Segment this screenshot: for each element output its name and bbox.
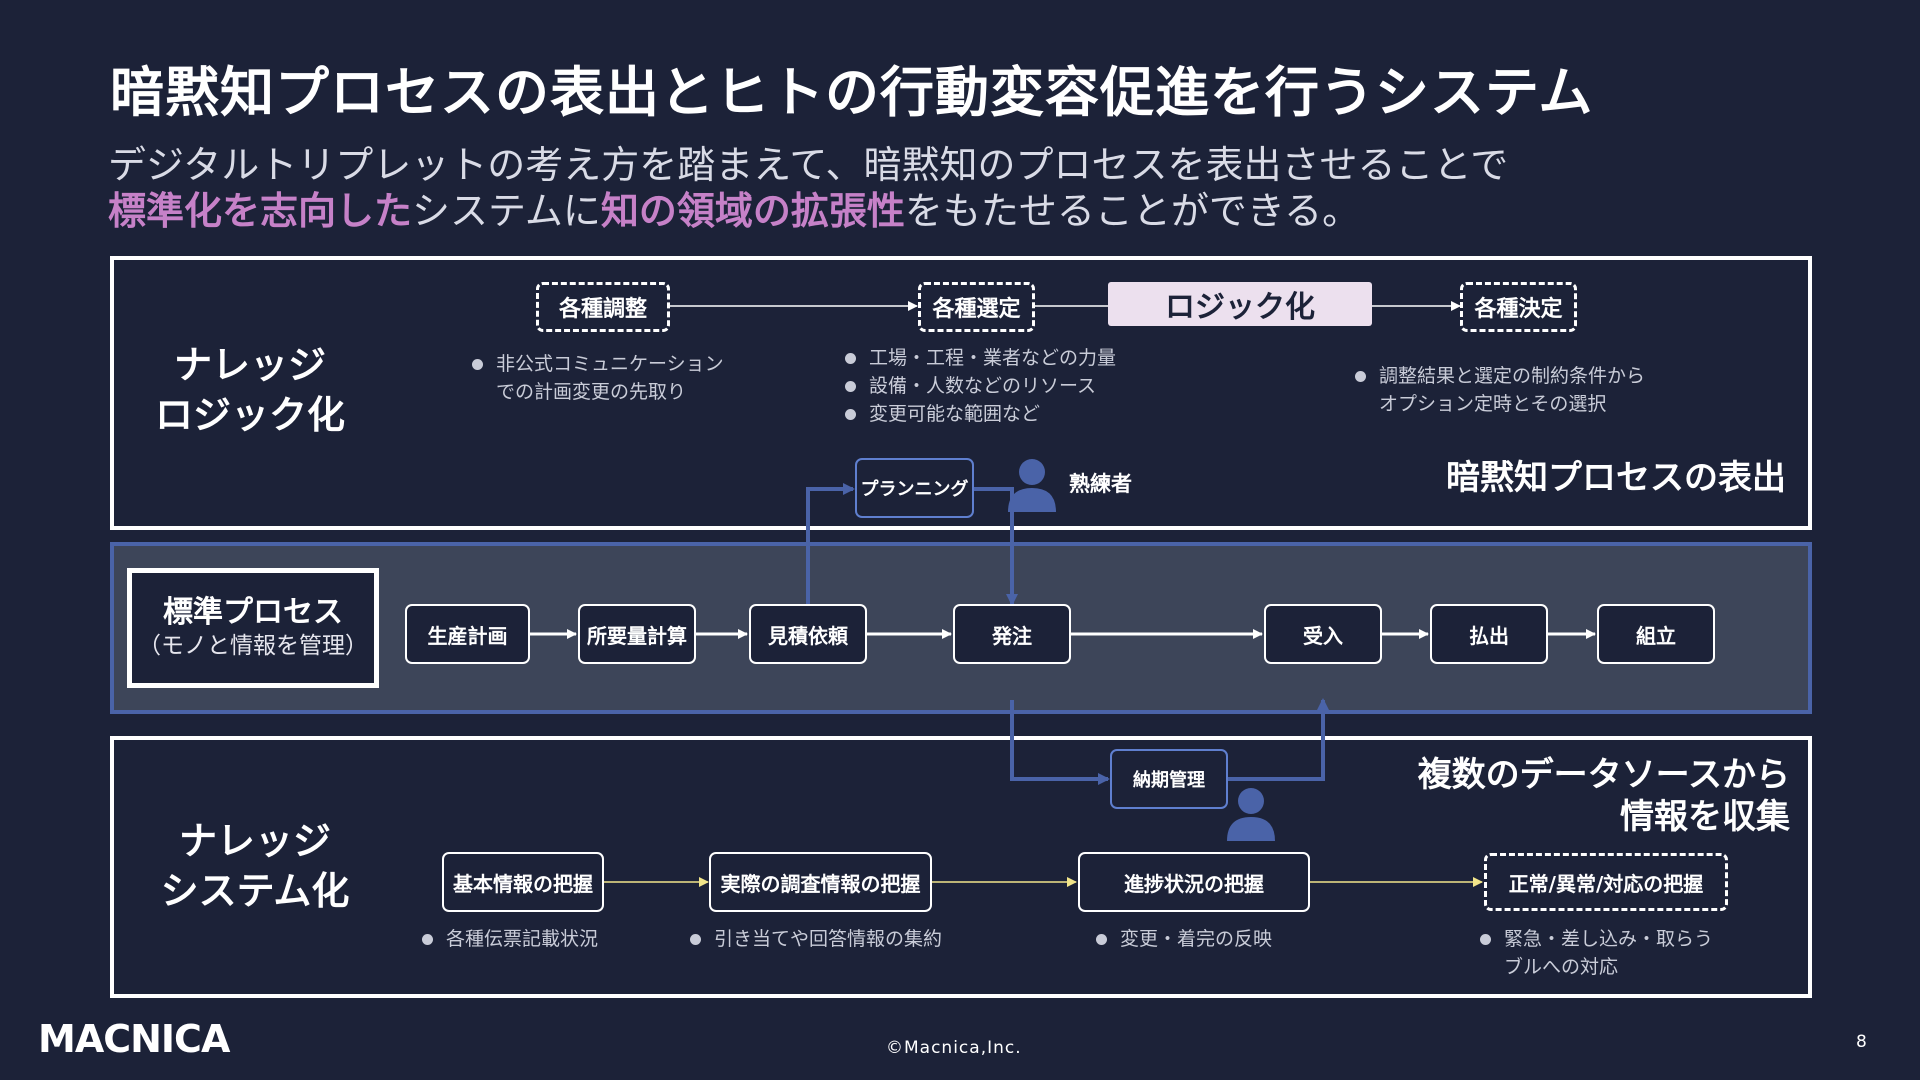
- step-order: 発注: [953, 604, 1071, 664]
- step-quote-request: 見積依頼: [749, 604, 867, 664]
- step-issue: 払出: [1430, 604, 1548, 664]
- note-decide-1: 調整結果と選定の制約条件から: [1353, 362, 1645, 390]
- notes-adjustments: 非公式コミュニケーション での計画変更の先取り: [470, 350, 724, 406]
- note-survey-1: 引き当てや回答情報の集約: [688, 925, 942, 953]
- subtitle-line2: 標準化を志向したシステムに知の領域の拡張性をもたせることができる。: [108, 188, 1508, 234]
- slide-subtitle: デジタルトリプレットの考え方を踏まえて、暗黙知のプロセスを表出させることで 標準…: [108, 142, 1508, 234]
- note-select-1: 工場・工程・業者などの力量: [843, 344, 1116, 372]
- standard-process-subtitle: （モノと情報を管理）: [138, 633, 368, 659]
- note-adjust-1: 非公式コミュニケーション: [470, 350, 724, 378]
- expert-label: 熟練者: [1069, 472, 1132, 496]
- tacit-process-surfacing-label: 暗黙知プロセスの表出: [1446, 458, 1786, 498]
- box-progress: 進捗状況の把握: [1078, 852, 1310, 912]
- note-basic-1: 各種伝票記載状況: [420, 925, 598, 953]
- knowledge-system-label-line2: システム化: [160, 869, 350, 913]
- macnica-logo: MACNICA: [38, 1017, 230, 1061]
- knowledge-system-label-line1: ナレッジ: [178, 819, 331, 863]
- slide-title: 暗黙知プロセスの表出とヒトの行動変容促進を行うシステム: [110, 61, 1594, 124]
- subtitle-mid-text: システムに: [412, 189, 601, 233]
- copyright: ©Macnica,Inc.: [886, 1038, 1022, 1058]
- box-basic-info: 基本情報の把握: [442, 852, 604, 912]
- knowledge-system-label: ナレッジ システム化: [140, 816, 370, 916]
- subtitle-line1: デジタルトリプレットの考え方を踏まえて、暗黙知のプロセスを表出させることで: [108, 143, 1509, 187]
- delivery-person-icon: [1227, 788, 1275, 841]
- box-various-selections: 各種選定: [918, 282, 1035, 332]
- knowledge-logic-label-line2: ロジック化: [154, 393, 345, 437]
- note-status-2: ブルへの対応: [1504, 956, 1619, 978]
- box-planning: プランニング: [855, 458, 974, 518]
- box-various-decisions: 各種決定: [1460, 282, 1577, 332]
- arrow-quote-to-planning: [806, 483, 855, 604]
- notes-survey-info: 引き当てや回答情報の集約: [688, 925, 942, 953]
- note-decide-2: オプション定時とその選択: [1379, 393, 1607, 415]
- knowledge-logic-label-line1: ナレッジ: [173, 343, 326, 387]
- multi-source-label-line1: 複数のデータソースから: [1417, 755, 1790, 795]
- box-logic-conversion: ロジック化: [1108, 282, 1372, 326]
- step-production-plan: 生産計画: [405, 604, 530, 664]
- note-status-1: 緊急・差し込み・取らう: [1478, 925, 1713, 953]
- knowledge-logic-label: ナレッジ ロジック化: [140, 340, 360, 440]
- page-number: 8: [1856, 1032, 1868, 1052]
- knowledge-logic-panel: [110, 256, 1812, 530]
- subtitle-highlight-standardization: 標準化を志向した: [108, 189, 413, 233]
- arrow-order-to-delivery: [1010, 700, 1110, 785]
- box-survey-info: 実際の調査情報の把握: [709, 852, 932, 912]
- arrow-delivery-to-receive: [1228, 698, 1329, 781]
- standard-process-box: 標準プロセス （モノと情報を管理）: [127, 568, 379, 688]
- note-select-2: 設備・人数などのリソース: [843, 372, 1116, 400]
- knowledge-system-panel: [110, 736, 1812, 998]
- notes-basic-info: 各種伝票記載状況: [420, 925, 598, 953]
- notes-selections: 工場・工程・業者などの力量 設備・人数などのリソース 変更可能な範囲など: [843, 344, 1116, 428]
- note-select-3: 変更可能な範囲など: [843, 400, 1116, 428]
- arrow-planning-to-order: [974, 487, 1018, 606]
- multi-source-label-line2: 情報を収集: [1620, 797, 1790, 837]
- box-status-response: 正常/異常/対応の把握: [1484, 853, 1728, 911]
- step-assembly: 組立: [1597, 604, 1715, 664]
- subtitle-highlight-extensibility: 知の領域の拡張性: [600, 189, 905, 233]
- notes-decisions: 調整結果と選定の制約条件から オプション定時とその選択: [1353, 362, 1645, 418]
- step-receive: 受入: [1264, 604, 1382, 664]
- expert-person-icon: [1008, 459, 1056, 512]
- notes-status: 緊急・差し込み・取らう ブルへの対応: [1478, 925, 1713, 981]
- notes-progress: 変更・着完の反映: [1094, 925, 1272, 953]
- step-requirements-calc: 所要量計算: [578, 604, 696, 664]
- subtitle-end-text: をもたせることができる。: [904, 189, 1361, 233]
- multi-source-label: 複数のデータソースから 情報を収集: [1380, 754, 1790, 838]
- standard-process-title: 標準プロセス: [163, 595, 343, 630]
- note-progress-1: 変更・着完の反映: [1094, 925, 1272, 953]
- box-delivery-management: 納期管理: [1110, 749, 1228, 809]
- box-various-adjustments: 各種調整: [536, 282, 670, 332]
- note-adjust-2: での計画変更の先取り: [496, 381, 687, 403]
